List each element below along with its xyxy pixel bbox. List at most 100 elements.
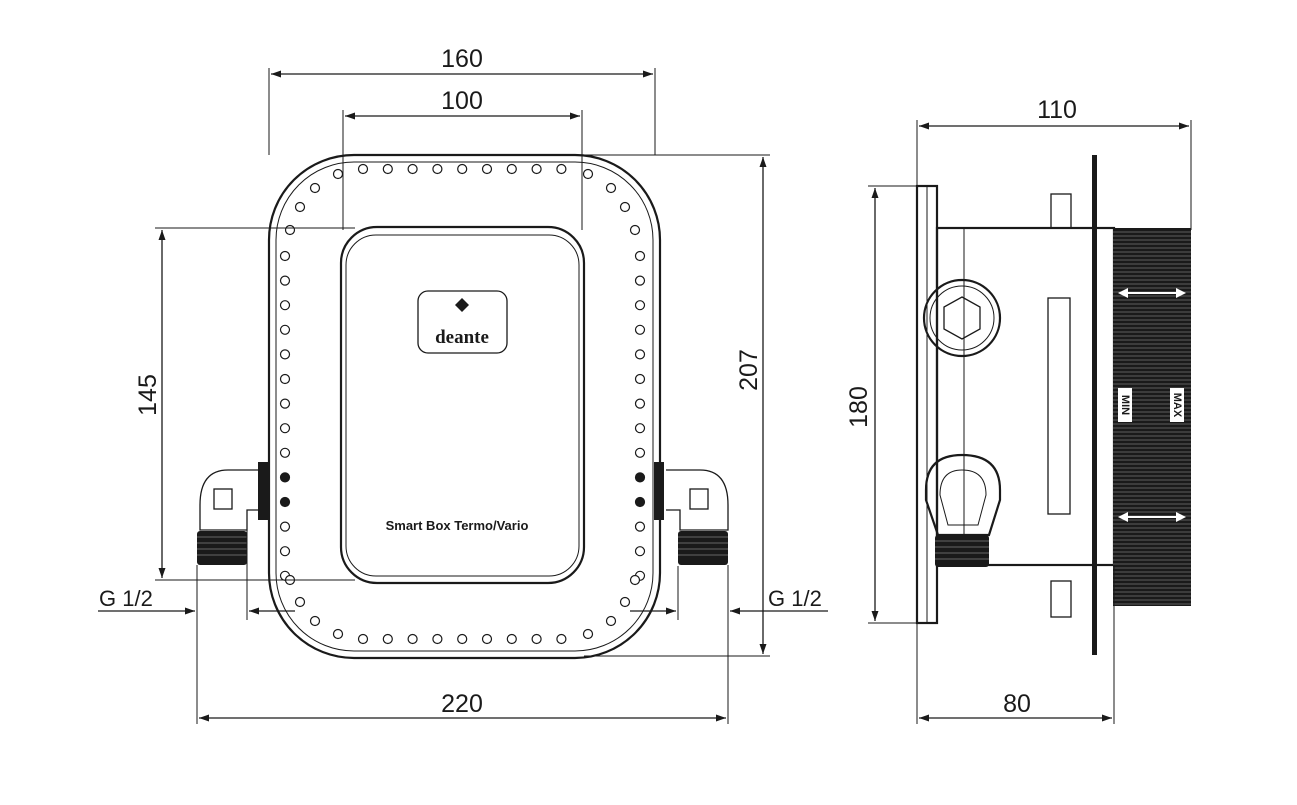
dimension-207: 207 (584, 154, 770, 657)
left-inlet-fitting (197, 462, 268, 565)
mounting-hole (634, 447, 646, 458)
elbow-fitting (924, 453, 1002, 567)
mounting-hole (619, 596, 631, 608)
dimension-220: 220 (196, 565, 729, 724)
hex-nut (922, 278, 1002, 358)
mounting-hole (531, 163, 542, 175)
mounting-hole (457, 633, 468, 645)
front-view: deante Smart Box Termo/Vario (98, 45, 828, 724)
mounting-hole (605, 182, 617, 194)
mounting-hole (506, 163, 517, 175)
mounting-hole (382, 163, 393, 175)
mounting-hole (279, 373, 291, 385)
min-label: MIN (1119, 395, 1131, 415)
mounting-hole (556, 633, 567, 645)
mounting-hole (634, 398, 646, 409)
mounting-hole (634, 423, 646, 434)
mounting-hole (279, 447, 291, 458)
side-slot (1047, 297, 1071, 515)
mounting-hole (457, 163, 468, 175)
mounting-hole (279, 324, 291, 335)
mounting-hole (634, 496, 646, 508)
front-flange (1092, 155, 1097, 655)
mounting-hole (582, 628, 594, 640)
mounting-hole (407, 163, 418, 175)
mounting-hole (309, 615, 321, 627)
product-label: Smart Box Termo/Vario (386, 518, 529, 533)
mounting-hole (332, 628, 344, 640)
mounting-frame-outer (267, 153, 662, 660)
mounting-hole (634, 546, 646, 557)
svg-text:100: 100 (441, 87, 483, 115)
mounting-hole (582, 168, 594, 180)
mounting-hole (279, 472, 291, 483)
dimension-110: 110 (916, 96, 1192, 230)
logo-diamond-icon (455, 298, 469, 312)
mounting-hole (279, 349, 291, 360)
side-view: MIN MAX 110 (845, 96, 1192, 724)
mounting-hole (294, 596, 306, 608)
mounting-hole (279, 521, 291, 532)
svg-text:145: 145 (134, 374, 162, 416)
mounting-hole (481, 633, 493, 645)
mounting-hole (294, 201, 306, 213)
mounting-hole (506, 633, 517, 645)
cover-plate (339, 225, 586, 585)
mounting-hole (634, 349, 646, 360)
mounting-hole (619, 201, 631, 213)
mounting-hole (279, 398, 291, 409)
mounting-hole (634, 250, 646, 262)
svg-text:110: 110 (1037, 96, 1077, 124)
right-inlet-fitting (654, 462, 729, 565)
mounting-hole (279, 546, 291, 557)
mounting-hole (634, 373, 646, 385)
svg-text:180: 180 (845, 386, 873, 428)
mounting-hole (629, 224, 641, 236)
svg-text:G 1/2: G 1/2 (768, 586, 822, 611)
svg-text:160: 160 (441, 45, 483, 73)
svg-text:220: 220 (441, 690, 483, 718)
mounting-hole (634, 300, 646, 311)
dimension-80: 80 (916, 565, 1115, 724)
mounting-hole (481, 163, 493, 175)
mounting-hole (357, 633, 369, 645)
mounting-hole (279, 250, 291, 262)
upper-lug (1050, 193, 1072, 229)
max-label: MAX (1171, 393, 1183, 418)
mounting-hole (556, 163, 567, 175)
mounting-hole (629, 574, 641, 586)
logo-text: deante (435, 327, 489, 348)
mounting-hole (309, 182, 321, 194)
left-thread (197, 531, 247, 565)
mounting-hole (605, 615, 617, 627)
mounting-hole (279, 300, 291, 311)
mounting-hole (634, 521, 646, 532)
mounting-hole (432, 633, 443, 645)
mounting-hole (407, 633, 418, 645)
mounting-hole (279, 496, 291, 508)
dimension-180: 180 (845, 185, 917, 624)
mounting-holes (279, 163, 646, 645)
mounting-frame-inner (275, 161, 654, 652)
mounting-hole (634, 472, 646, 483)
svg-text:G 1/2: G 1/2 (99, 586, 153, 611)
deante-logo: deante (417, 290, 508, 354)
dimension-160: 160 (268, 45, 656, 155)
mounting-hole (634, 275, 646, 286)
svg-text:80: 80 (1003, 690, 1031, 718)
mounting-hole (382, 633, 393, 645)
cover-plate-inner (345, 234, 580, 577)
mounting-hole (634, 324, 646, 335)
mounting-hole (531, 633, 542, 645)
lower-lug (1050, 580, 1072, 618)
right-thread (678, 531, 728, 565)
mounting-hole (432, 163, 443, 175)
mounting-hole (357, 163, 369, 175)
mounting-hole (279, 275, 291, 286)
svg-text:207: 207 (735, 349, 763, 391)
mounting-hole (284, 224, 296, 236)
dimension-100: 100 (342, 87, 583, 230)
dimension-145: 145 (134, 227, 355, 581)
